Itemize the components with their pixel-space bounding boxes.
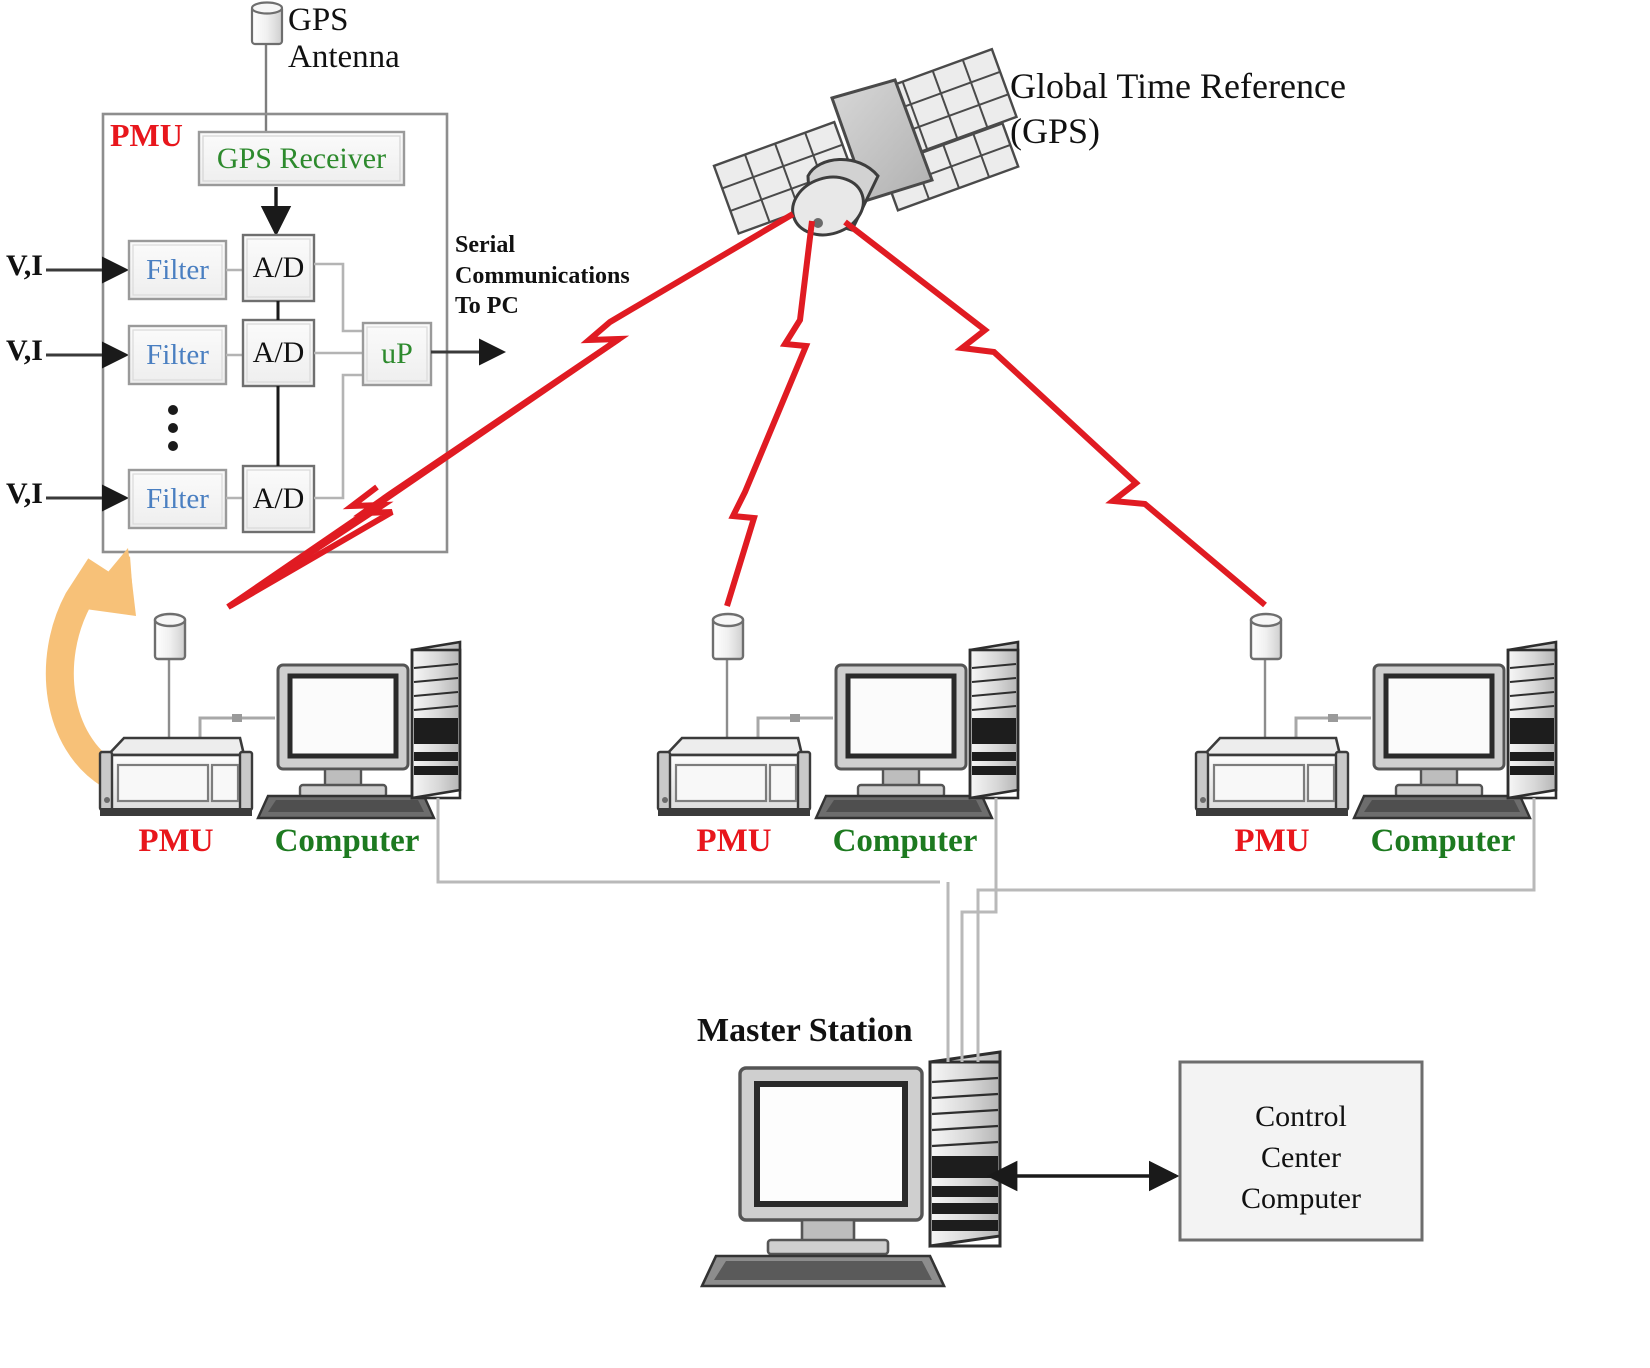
gps-link-left-mid <box>228 336 621 609</box>
adc3-to-up-line <box>314 373 365 500</box>
pmu-block-outline <box>101 112 449 554</box>
station-1-gps-antenna-icon <box>153 612 187 745</box>
gps-link-middle <box>724 220 815 607</box>
vi-input-label-2: V,I <box>6 334 43 367</box>
gps-link-right <box>843 219 1267 608</box>
station-1-network-cable <box>436 798 940 884</box>
gps-link-left-lower <box>226 484 394 610</box>
station-2-cable <box>756 716 833 745</box>
gps-satellite-icon <box>712 47 1020 237</box>
station-3-gps-antenna-icon <box>1249 612 1283 745</box>
adc-label-3: A/D <box>252 482 305 515</box>
station-3-keyboard <box>1352 794 1532 820</box>
master-station-label: Master Station <box>697 1012 913 1049</box>
control-center-label: Control Center Computer <box>1241 1100 1361 1215</box>
station-3-pmu-unit <box>1194 736 1350 816</box>
master-station-monitor <box>738 1066 924 1256</box>
pmu-zoom-callout-arrow <box>45 548 136 787</box>
vi-input-label-1: V,I <box>6 249 43 282</box>
station-1-pmu-unit <box>98 736 254 816</box>
filter-box-3 <box>127 468 228 530</box>
station-2-pmu-unit <box>656 736 812 816</box>
station-3-cable <box>1294 716 1371 745</box>
station-3-monitor <box>1372 663 1506 799</box>
microprocessor-box <box>361 321 433 387</box>
pmu-block-title: PMU <box>110 117 183 153</box>
station-2 <box>656 612 1020 1060</box>
station-2-tower <box>968 640 1020 800</box>
adc-box-3 <box>241 464 316 534</box>
filter-label-1: Filter <box>146 254 209 286</box>
station-1-monitor <box>276 663 410 799</box>
station-1-pmu-label: PMU <box>138 823 214 859</box>
station-1-tower <box>410 640 462 800</box>
station-2-gps-antenna-icon <box>711 612 745 745</box>
pmu-block-gps-antenna-icon <box>250 1 284 133</box>
channel-ellipsis-dots <box>168 405 178 451</box>
master-station-keyboard <box>699 1254 947 1288</box>
microprocessor-label: uP <box>381 337 413 370</box>
gps-antenna-label: GPS Antenna <box>288 2 400 75</box>
station-2-pmu-label: PMU <box>696 823 772 859</box>
master-station-tower <box>928 1050 1002 1248</box>
adc-box-1 <box>241 233 316 303</box>
station-3-pmu-label: PMU <box>1234 823 1310 859</box>
station-3-tower <box>1506 640 1558 800</box>
serial-communications-label: Serial Communications To PC <box>455 232 630 320</box>
adc-label-1: A/D <box>252 251 305 284</box>
adc1-to-up-line <box>314 262 365 333</box>
station-3-computer-label: Computer <box>1370 823 1516 859</box>
station-2-keyboard <box>814 794 994 820</box>
vi-input-label-3: V,I <box>6 477 43 510</box>
station-2-monitor <box>834 663 968 799</box>
station-1-keyboard <box>256 794 436 820</box>
adc-box-2 <box>241 318 316 388</box>
filter-box-2 <box>127 324 228 386</box>
filter-label-2: Filter <box>146 339 209 371</box>
control-center-box <box>1178 1060 1424 1242</box>
master-station <box>699 882 1002 1288</box>
global-time-reference-label: Global Time Reference (GPS) <box>1010 66 1346 151</box>
station-1 <box>98 612 940 884</box>
station-3 <box>976 612 1558 1060</box>
gps-receiver-label: GPS Receiver <box>216 142 387 175</box>
station-2-computer-label: Computer <box>832 823 978 859</box>
station-1-computer-label: Computer <box>274 823 420 859</box>
gps-receiver-box <box>197 130 406 187</box>
adc-label-2: A/D <box>252 336 305 369</box>
station-1-cable <box>198 716 275 745</box>
filter-label-3: Filter <box>146 483 209 515</box>
